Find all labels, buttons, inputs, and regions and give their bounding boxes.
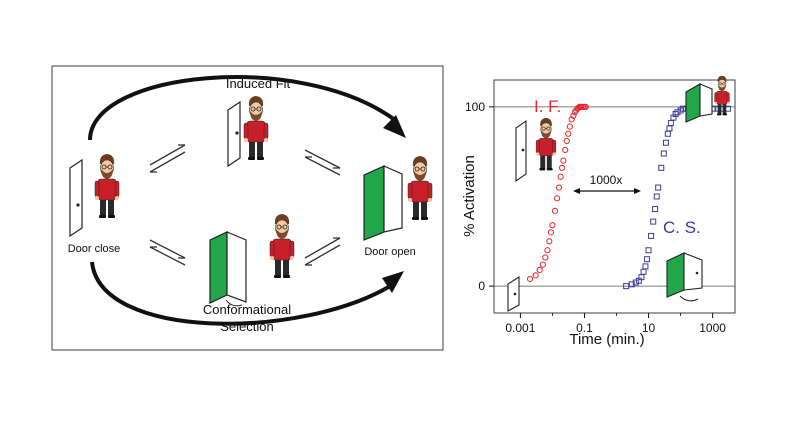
y-tick-label: 100 — [465, 100, 485, 114]
data-point — [650, 218, 657, 225]
data-point — [546, 238, 553, 245]
open-door-green-icon — [666, 252, 685, 298]
equilibrium-arrow-top-left — [149, 144, 186, 173]
door-close-label: Door close — [68, 243, 121, 255]
data-point — [560, 157, 567, 164]
equilibrium-arrows — [149, 144, 341, 266]
data-point — [551, 207, 559, 214]
data-point — [558, 164, 566, 171]
conformational-curve-arrow — [90, 261, 394, 326]
data-point — [662, 139, 669, 146]
data-point — [623, 283, 630, 290]
door-panel-icon — [699, 83, 713, 117]
data-point — [562, 146, 569, 153]
data-point — [582, 103, 589, 110]
data-point — [632, 279, 639, 286]
data-point — [555, 184, 563, 191]
door-knob-icon — [235, 131, 239, 135]
door-open-label: Door open — [364, 246, 415, 258]
data-point — [660, 150, 667, 157]
data-point — [655, 184, 662, 191]
x-axis-label: Time (min.) — [569, 331, 644, 348]
open-door-green-icon — [209, 231, 228, 304]
door-panel-icon — [683, 252, 703, 291]
y-axis-label: % Activation — [461, 155, 478, 237]
data-point — [547, 229, 555, 236]
data-point — [648, 232, 655, 239]
fold-change-label: 1000x — [590, 173, 623, 187]
data-point — [570, 112, 577, 119]
x-tick-label: 0.1 — [576, 321, 593, 335]
open-door-green-icon — [363, 165, 385, 241]
x-tick-label: 0.001 — [505, 321, 535, 335]
data-point — [563, 137, 570, 145]
x-tick-label: 1000 — [699, 321, 726, 335]
conformational-selection-state: Conformational Selection — [203, 213, 295, 334]
data-point — [554, 195, 561, 202]
door-knob-icon — [513, 292, 517, 296]
conformational-label-line2: Selection — [220, 319, 273, 334]
conformational-label-line1: Conformational — [203, 302, 291, 317]
x-axis-ticks: 0.001 0.1 10 1000 — [505, 313, 726, 335]
data-point — [526, 275, 534, 283]
closed-door-icon — [227, 100, 241, 168]
data-point — [568, 116, 575, 123]
door-swing-icon — [679, 295, 699, 302]
door-knob-icon — [521, 148, 525, 152]
series-layer — [526, 103, 731, 290]
data-point — [653, 193, 660, 200]
equilibrium-arrow-bottom-left — [149, 239, 186, 266]
series-1 — [623, 105, 731, 290]
fold-arrow — [573, 188, 641, 194]
equilibrium-arrow-top-right — [304, 149, 341, 176]
closed-door-icon — [515, 119, 527, 183]
induced-fit-state: Induced Fit — [226, 76, 291, 168]
data-point — [557, 173, 564, 180]
data-point — [532, 272, 539, 279]
scheme-panel: Door close Induced Fit Conformational Se… — [51, 65, 444, 351]
chart-panel: 0.001 0.1 10 1000 0 100 Time (min.) % Activa… — [461, 75, 736, 348]
induced-fit-curve-arrow — [88, 75, 397, 141]
door-panel-icon — [383, 165, 403, 233]
induced-fit-label: Induced Fit — [226, 76, 291, 91]
data-point — [542, 254, 549, 261]
data-point — [644, 256, 651, 263]
data-point — [536, 266, 543, 274]
plot-illustration-conformational — [666, 252, 703, 302]
plot-illustration-induced-fit — [515, 117, 557, 183]
data-point — [566, 123, 573, 130]
y-tick-label: 0 — [478, 279, 485, 293]
data-point — [658, 164, 665, 171]
door-close-state: Door close — [68, 153, 121, 255]
door-panel-icon — [226, 231, 247, 303]
data-point — [539, 261, 546, 268]
data-point — [672, 111, 679, 118]
plot-illustration-closed-bottom — [507, 275, 520, 312]
data-point — [628, 281, 635, 288]
equilibrium-arrow-bottom-right — [304, 237, 341, 266]
y-axis-ticks: 0 100 — [465, 100, 494, 293]
induced-fit-arrowhead — [383, 115, 406, 138]
data-point — [642, 263, 649, 270]
closed-door-icon — [69, 158, 83, 238]
data-point — [652, 206, 659, 213]
data-point — [565, 130, 572, 137]
data-point — [674, 109, 681, 116]
door-knob-icon — [76, 203, 80, 207]
x-tick-label: 10 — [642, 321, 656, 335]
door-knob-icon — [695, 271, 699, 275]
data-point — [549, 222, 556, 229]
door-swing-icon — [225, 299, 243, 307]
series-0 — [526, 103, 589, 283]
induced-fit-series-label: I. F. — [534, 97, 561, 116]
data-point — [544, 247, 551, 254]
conformational-series-label: C. S. — [663, 218, 701, 237]
plot-illustration-open-top — [685, 75, 730, 123]
conformational-arrowhead — [382, 271, 404, 293]
closed-door-icon — [507, 275, 520, 312]
data-point — [645, 247, 652, 254]
door-open-state: Door open — [363, 155, 433, 258]
